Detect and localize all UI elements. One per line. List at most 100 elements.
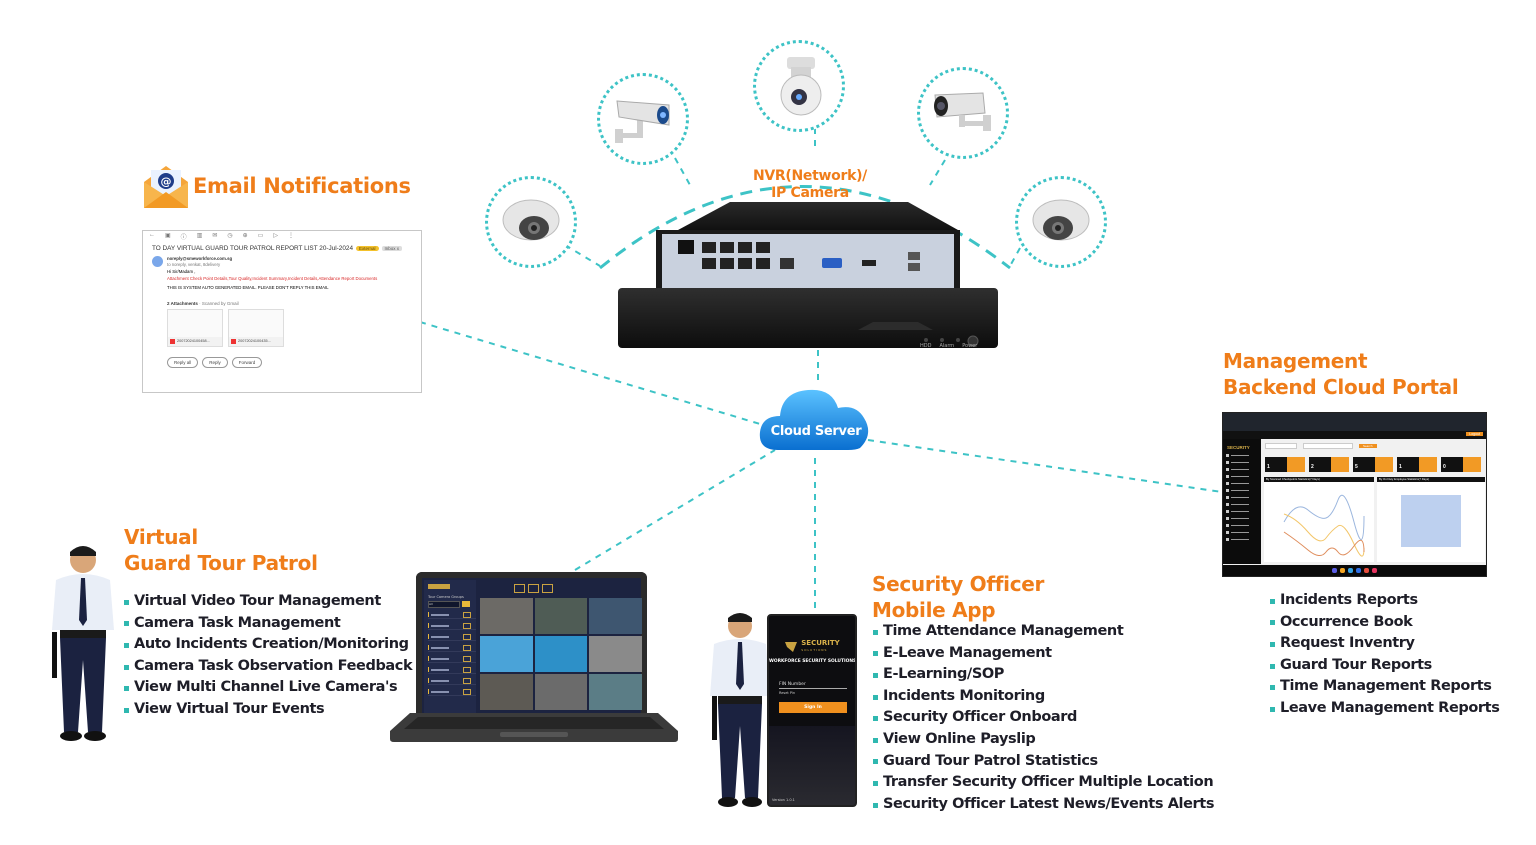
- location-filter[interactable]: [1303, 443, 1353, 449]
- move-icon[interactable]: ▭: [257, 233, 264, 239]
- camera-group-item[interactable]: [428, 655, 476, 663]
- reply-all-button[interactable]: Reply all: [167, 356, 199, 368]
- label-icon[interactable]: ▷: [273, 233, 278, 239]
- portal-menu-item[interactable]: [1226, 538, 1261, 541]
- camera-feed-tile[interactable]: [480, 636, 533, 672]
- portal-menu-item[interactable]: [1226, 454, 1261, 457]
- camera-group-item[interactable]: [428, 677, 476, 685]
- attachment-item[interactable]: 20072024100435...: [228, 308, 284, 347]
- camera-feed-tile[interactable]: [534, 636, 588, 672]
- sender-avatar: [152, 256, 163, 267]
- app-icon[interactable]: [1332, 568, 1337, 573]
- portal-menu-item[interactable]: [1226, 503, 1261, 506]
- portal-menu-item[interactable]: [1226, 524, 1261, 527]
- bullet-icon: [873, 629, 878, 635]
- shield-logo-icon: [785, 642, 798, 652]
- camera-group-item[interactable]: [428, 633, 476, 641]
- portal-menu-item[interactable]: [1226, 517, 1261, 520]
- back-icon[interactable]: ←: [149, 232, 155, 238]
- app-brand-sub: SOLUTIONS: [801, 648, 828, 652]
- stat-card: 0: [1441, 457, 1481, 472]
- bullet-icon: [1270, 706, 1275, 712]
- app-icon[interactable]: [1364, 568, 1369, 573]
- checkpoint-line-chart: [1283, 494, 1365, 557]
- portal-menu-item[interactable]: [1226, 531, 1261, 534]
- vga-port: [822, 258, 842, 268]
- date-filter[interactable]: [1265, 443, 1297, 449]
- attachment-name: 20072024100435...: [238, 339, 271, 343]
- bullet-camera-upper-left: [597, 73, 689, 165]
- portal-menu-item[interactable]: [1226, 510, 1261, 513]
- snooze-icon[interactable]: ◷: [227, 233, 233, 239]
- bullet-camera-upper-right: [917, 67, 1009, 159]
- laptop-keyboard-base: [390, 713, 678, 742]
- app-icon[interactable]: [1340, 568, 1345, 573]
- camera-icon: [463, 633, 471, 640]
- mail-icon[interactable]: ✉: [212, 233, 218, 239]
- checkpoint-chart-title: By Scanned Checkpoints Statistics(7 Days…: [1264, 477, 1374, 482]
- camera-group-item[interactable]: [428, 611, 476, 619]
- usb-port: [908, 263, 920, 271]
- camera-feed-tile[interactable]: [589, 636, 642, 672]
- camera-feed-tile[interactable]: [589, 598, 642, 634]
- camera-group-item[interactable]: [428, 688, 476, 696]
- portal-menu-item[interactable]: [1226, 482, 1261, 485]
- series-scanned: [1283, 494, 1365, 540]
- app-icon[interactable]: [1372, 568, 1377, 573]
- camera-feed-tile[interactable]: [480, 674, 533, 710]
- attachment-item[interactable]: 20072024100458...: [167, 308, 223, 347]
- sign-in-button[interactable]: Sign In: [779, 702, 847, 713]
- app-icon[interactable]: [1348, 568, 1353, 573]
- logout-button[interactable]: Logout: [1466, 432, 1483, 436]
- feature-item: E-Learning/SOP: [873, 664, 1214, 686]
- prev-camera-icon[interactable]: [528, 584, 539, 593]
- attachments-header: 2 Attachments · Scanned by Gmail: [143, 292, 421, 306]
- stat-icon: [1287, 457, 1305, 472]
- camera-group-item[interactable]: [428, 622, 476, 630]
- menu-icon: [1226, 503, 1229, 506]
- nvr-label-line2: IP Camera: [771, 185, 849, 201]
- portal-menu-item[interactable]: [1226, 468, 1261, 471]
- app-icon[interactable]: [1356, 568, 1361, 573]
- archive-icon[interactable]: ▣: [165, 233, 171, 239]
- task-icon[interactable]: ⊕: [242, 233, 248, 239]
- recipient-line[interactable]: to noreply, venkat, 8delivery: [167, 261, 221, 267]
- next-camera-icon[interactable]: [542, 584, 553, 593]
- nvr-label: NVR(Network)/ IP Camera: [705, 168, 915, 202]
- more-icon[interactable]: ⋮: [287, 233, 294, 239]
- search-icon[interactable]: [462, 601, 470, 607]
- camera-feed-tile[interactable]: [534, 598, 588, 634]
- camera-feed-tile[interactable]: [534, 674, 588, 710]
- portal-filters: Search: [1265, 443, 1377, 449]
- portal-search-button[interactable]: Search: [1359, 444, 1377, 448]
- on-duty-chart-panel: By On Duty Employee Statistics(7 Days): [1377, 477, 1485, 562]
- connector-backend-cloud: [867, 439, 1223, 493]
- camera-group-item[interactable]: [428, 644, 476, 652]
- portal-menu-item[interactable]: [1226, 461, 1261, 464]
- mobile-app-title: Security Officer Mobile App: [872, 571, 1044, 623]
- reset-pin-link[interactable]: Reset Pin: [779, 691, 796, 695]
- report-icon[interactable]: ⓘ: [180, 235, 187, 241]
- email-section-title: Email Notifications: [193, 174, 411, 198]
- inbox-badge[interactable]: Inbox x: [381, 246, 403, 251]
- portal-menu-item[interactable]: [1226, 496, 1261, 499]
- feature-item: Time Attendance Management: [873, 621, 1214, 643]
- camera-feed-tile[interactable]: [480, 598, 533, 634]
- delete-icon[interactable]: ▥: [196, 233, 203, 239]
- portal-menu-item[interactable]: [1226, 475, 1261, 478]
- stat-card: 2: [1309, 457, 1349, 472]
- camera-group-item[interactable]: [428, 666, 476, 674]
- camera-feed-tile[interactable]: [589, 674, 642, 710]
- camera-group-filter[interactable]: All: [428, 601, 460, 608]
- reply-button[interactable]: Reply: [202, 356, 228, 368]
- home-icon[interactable]: [514, 584, 525, 593]
- feature-item: Camera Task Management: [124, 613, 412, 635]
- app-tagline: WORKFORCE SECURITY SOLUTIONS: [769, 659, 857, 664]
- forward-button[interactable]: Forward: [231, 356, 263, 368]
- email-toolbar: ← ▣ ⓘ ▥ ✉ ◷ ⊕ ▭ ▷ ⋮: [143, 231, 421, 242]
- mobile-app-title-line2: Mobile App: [872, 598, 996, 622]
- fin-number-input[interactable]: FIN Number: [779, 682, 847, 689]
- portal-menu-item[interactable]: [1226, 489, 1261, 492]
- bullet-icon: [1270, 620, 1275, 626]
